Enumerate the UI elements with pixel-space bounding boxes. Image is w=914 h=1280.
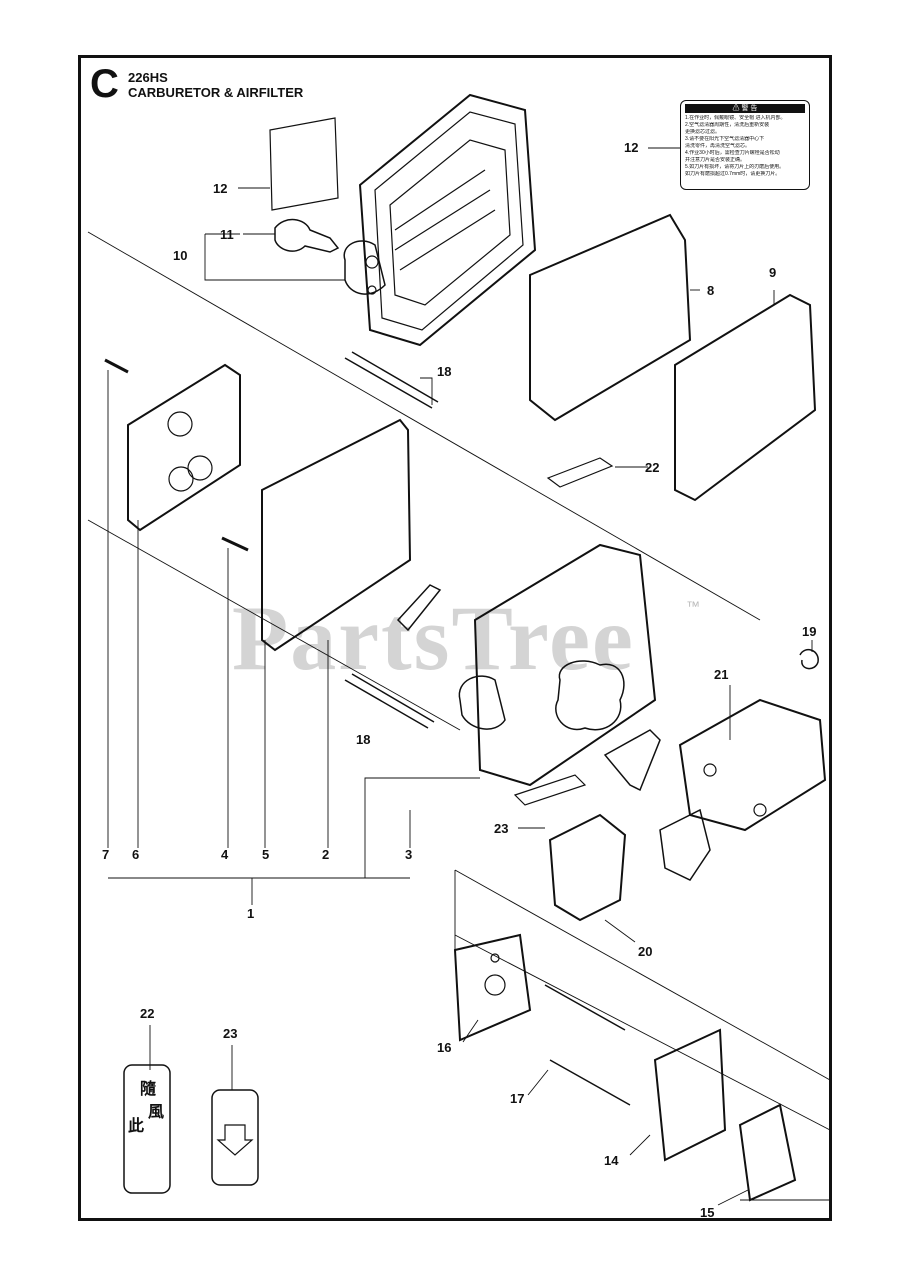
carburetor-21 [659,698,827,881]
warning-line: 3.请不要在阳光下空气滤清器中心下 [685,136,765,142]
callout-14: 14 [604,1153,619,1168]
callout-15: 15 [700,1205,715,1220]
callout-4: 4 [221,847,229,862]
decal-22 [123,1064,171,1194]
callout-10: 10 [173,248,188,263]
decal-glyph: 風 [148,1102,165,1121]
callout-12: 12 [213,181,228,196]
callout-8: 8 [707,283,715,298]
callout-3: 3 [405,847,413,862]
decal-glyph: 隨 [140,1079,157,1098]
screw-18-upper [344,351,439,409]
callout-1: 1 [247,906,255,921]
warning-line: 并注意刀片是否安装正确。 [685,157,746,163]
gasket-5 [261,418,412,652]
filter-housing-3 [458,543,657,787]
warning-label: ⚠ 警 告 1.在作业时，佩戴眼镜、安全帽 进入机内部。 2.空气滤清器周期性，… [680,100,810,190]
decal-arrow-icon [216,1124,254,1156]
gasket-hole [490,953,500,963]
callout-21: 21 [714,667,729,682]
plate-hole [168,466,194,492]
gasket-hole [484,974,506,996]
callout-23: 23 [223,1026,238,1041]
intake-boot-20 [548,813,627,922]
warning-line: 4.作业30小时后，需检查刀片螺栓是否松动 [685,150,780,156]
decal-glyph: 此 [128,1116,145,1135]
screw-17 [544,984,631,1106]
choke-lever [603,729,661,792]
label-sheet-12 [269,117,339,211]
decal-23 [211,1089,259,1186]
warning-line: 1.在作业时，佩戴眼镜、安全帽 进入机内部。 [685,115,786,121]
callout-20: 20 [638,944,653,959]
callout-9: 9 [769,265,777,280]
warning-line: 如刀片有磨损超过0.7mm时，请更换刀片。 [685,171,781,177]
callout-23: 23 [494,821,509,836]
clip-19 [799,648,819,670]
warning-line: 清洗零件，再清洗空气滤芯。 [685,143,751,149]
diagram-frame [78,55,832,1221]
label-23-sheet [513,774,587,806]
section-letter: C [90,62,119,106]
insulator-14 [653,1028,727,1162]
plate-hole [187,455,213,481]
plate-6 [127,363,241,532]
foam-filter-8 [529,213,692,422]
callout-17: 17 [510,1091,525,1106]
callout-5: 5 [262,847,270,862]
warning-heading: ⚠ 警 告 [685,104,805,113]
callout-18: 18 [437,364,452,379]
callout-6: 6 [132,847,140,862]
airfilter-cover [343,93,537,347]
callout-18: 18 [356,732,371,747]
warning-line: 2.空气滤清器周期性，清洗后重新安装 [685,122,770,128]
watermark: PartsTree [232,587,635,689]
label-22-sheet [546,457,614,488]
screw-18-lower [344,673,435,729]
callout-16: 16 [437,1040,452,1055]
callout-19: 19 [802,624,817,639]
adjuster-11 [274,218,340,253]
callout-22: 22 [140,1006,155,1021]
diagram-title: CARBURETOR & AIRFILTER [128,85,304,100]
callout-12: 12 [624,140,639,155]
gasket-16 [453,933,532,1042]
callout-22: 22 [645,460,660,475]
leader-lines [87,147,831,1206]
filter-9 [674,293,817,502]
warning-line: 5.如刀片有损坏，请将刀片上的刃磨后使用。 [685,164,785,170]
callout-2: 2 [322,847,330,862]
model-number: 226HS [128,70,168,85]
screw-4 [221,536,249,552]
screw-7 [104,358,129,374]
callout-7: 7 [102,847,110,862]
plate-hole [167,411,193,437]
warning-line: 更换滤芯过滤。 [685,129,721,135]
watermark-tm: ™ [686,598,700,614]
lever-2 [396,584,442,632]
callout-11: 11 [220,227,234,242]
gasket-15 [738,1103,797,1202]
